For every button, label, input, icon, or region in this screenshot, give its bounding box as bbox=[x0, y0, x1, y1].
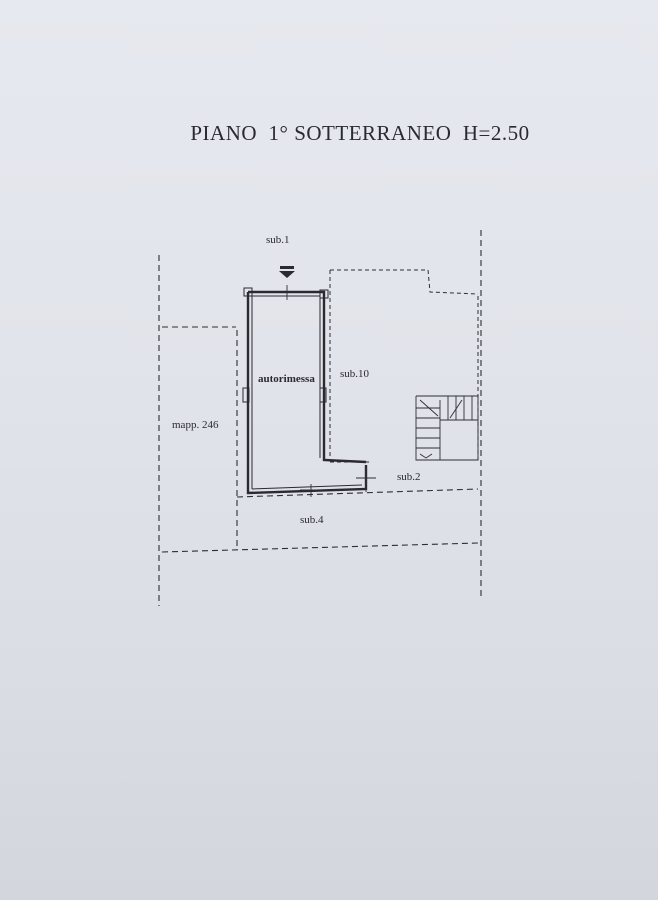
autorimessa-walls bbox=[242, 285, 368, 497]
boundary-marker bbox=[356, 468, 376, 492]
page-title: PIANO 1° SOTTERRANEO H=2.50 bbox=[190, 121, 529, 145]
sub10-outline bbox=[329, 269, 479, 463]
boundary-lines bbox=[158, 230, 482, 606]
label-sub1: sub.1 bbox=[266, 234, 290, 246]
label-sub4: sub.4 bbox=[300, 514, 324, 526]
entrance-arrow-icon bbox=[279, 266, 295, 278]
label-sub2: sub.2 bbox=[397, 471, 421, 483]
label-sub10: sub.10 bbox=[340, 368, 370, 380]
staircase-icon bbox=[415, 395, 479, 461]
label-mapp-246: mapp. 246 bbox=[172, 419, 219, 431]
label-autorimessa: autorimessa bbox=[258, 373, 315, 385]
